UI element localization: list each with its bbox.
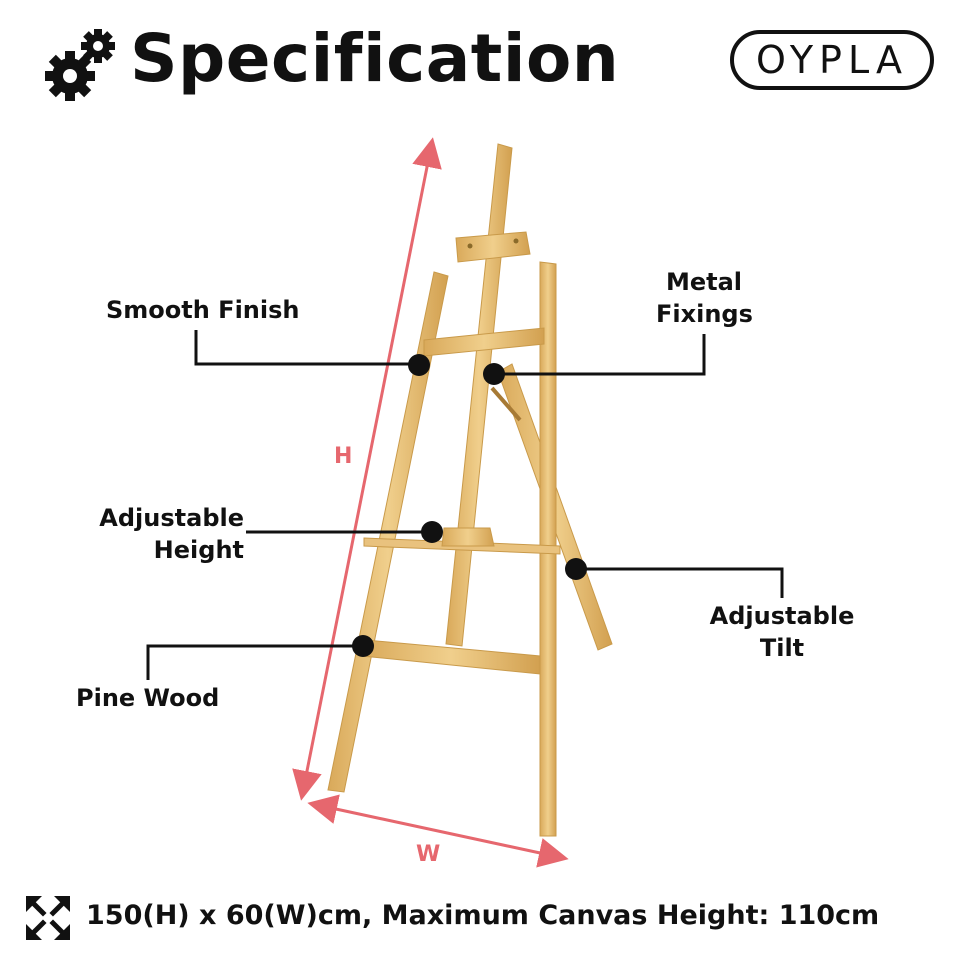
height-dimension-arrow xyxy=(292,137,442,801)
label-smooth-finish: Smooth Finish xyxy=(106,296,300,324)
callout-dot-smooth-finish xyxy=(408,354,430,376)
height-dimension-label: H xyxy=(334,444,353,469)
callout-metal-fixings xyxy=(494,334,706,376)
label-adjustable-height-line2: Height xyxy=(153,536,244,564)
label-metal-fixings-line1: Metal xyxy=(665,268,743,296)
brand-logo-text: OYPLA xyxy=(756,38,908,82)
dimensions-spec-text: 150(H) x 60(W)cm, Maximum Canvas Height:… xyxy=(86,900,880,931)
label-pine-wood: Pine Wood xyxy=(76,684,220,712)
easel-top-clamp xyxy=(455,231,531,263)
label-adjustable-height: Adjustable Height xyxy=(90,502,244,566)
callout-smooth-finish xyxy=(194,330,418,366)
brand-logo: OYPLA xyxy=(730,30,934,90)
label-metal-fixings-line2: Fixings xyxy=(656,300,753,328)
page-title: Specification xyxy=(130,20,620,97)
callout-adjustable-tilt xyxy=(576,567,784,598)
gears-icon xyxy=(45,29,115,101)
callout-dot-pine-wood xyxy=(352,635,374,657)
label-adjustable-height-line1: Adjustable xyxy=(99,504,244,532)
easel-mast xyxy=(445,143,513,647)
callout-pine-wood xyxy=(146,644,362,680)
callout-dot-adjustable-tilt xyxy=(565,558,587,580)
callout-dot-metal-fixings xyxy=(483,363,505,385)
label-adjustable-tilt-line1: Adjustable xyxy=(709,602,855,630)
label-adjustable-tilt: Adjustable Tilt xyxy=(706,600,858,664)
width-dimension-arrow xyxy=(307,794,569,868)
resize-arrows-icon xyxy=(26,896,70,940)
label-metal-fixings: Metal Fixings xyxy=(656,266,753,330)
callout-dot-adjustable-height xyxy=(421,521,443,543)
label-adjustable-tilt-line2: Tilt xyxy=(759,634,805,662)
easel-shelf-clamp xyxy=(441,527,495,547)
width-dimension-label: W xyxy=(416,842,441,867)
